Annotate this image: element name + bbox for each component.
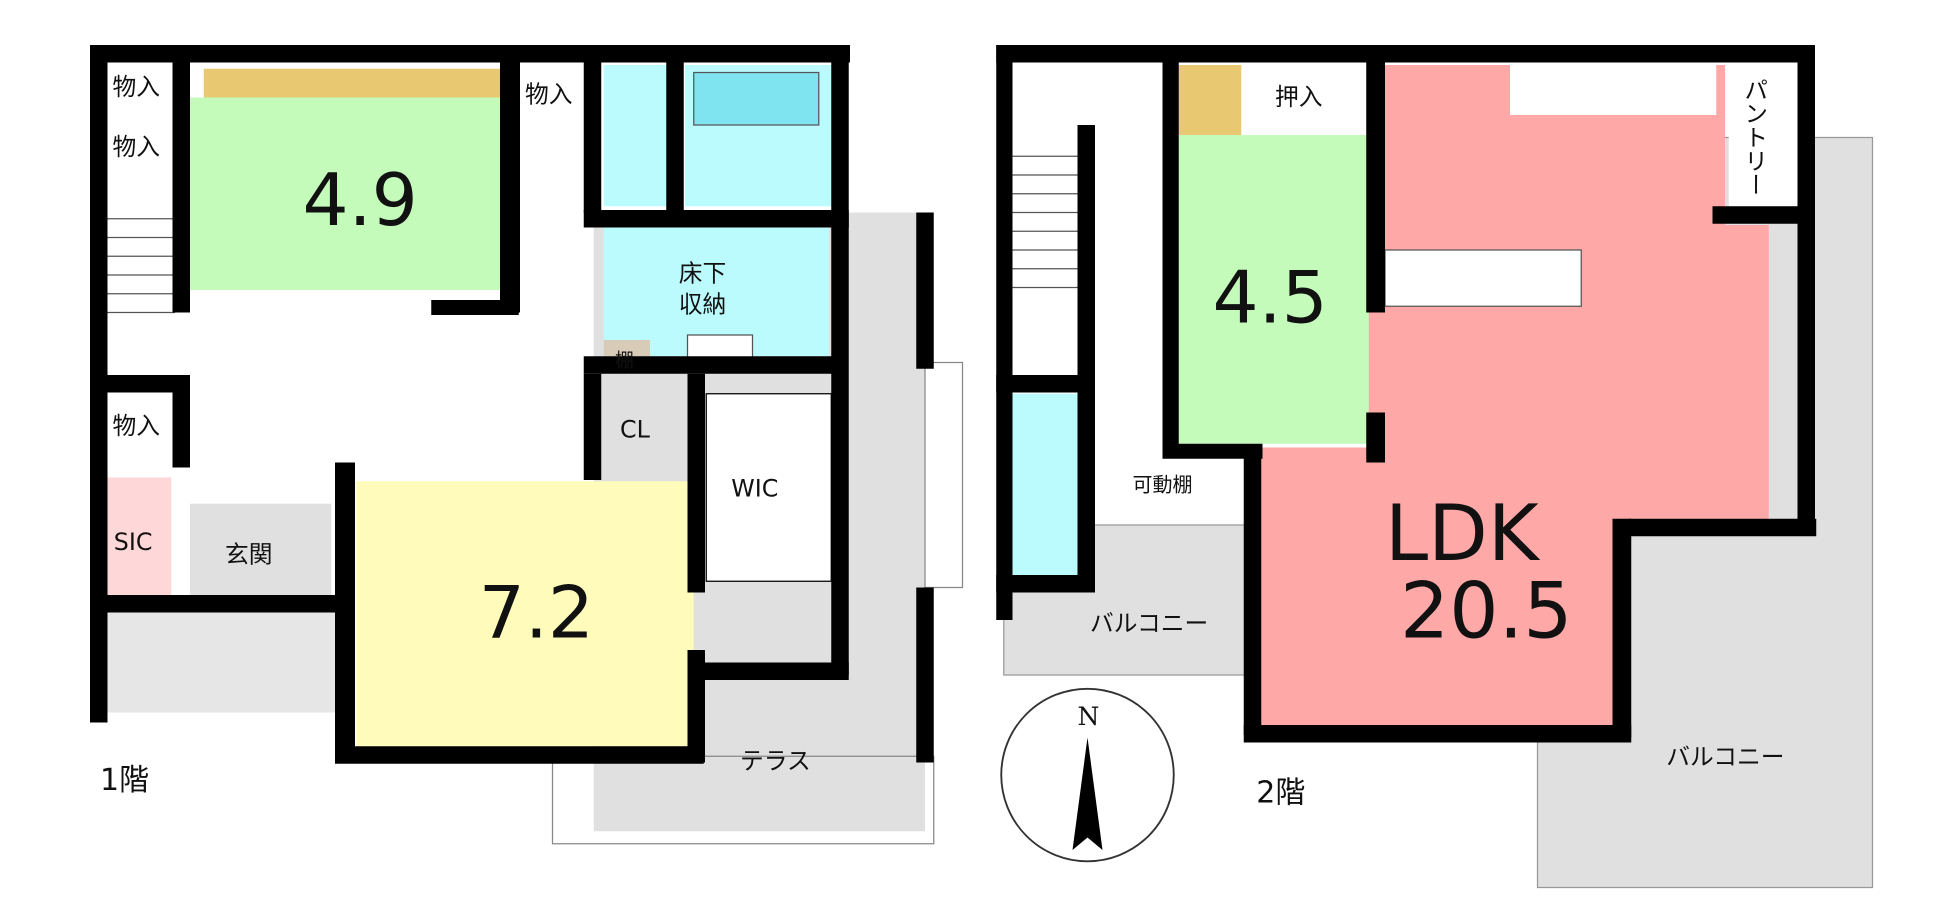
balcony-mid-label: バルコニー [1090,609,1208,637]
ldk-label: LDK [1385,489,1541,579]
oshiire-label: 押入 [1275,83,1323,111]
pantry [1728,65,1798,207]
compass-north-label: N [1078,702,1100,731]
room-7-2 [356,481,694,747]
stairs-2f-area [1012,65,1078,375]
closet-label-3: 物入 [525,81,573,109]
wic [705,393,832,582]
sic [107,477,172,595]
room-7-2-label: 7.2 [479,572,594,656]
ldk [1260,65,1769,725]
closet-label-4: 物入 [113,412,161,440]
entrance [190,503,332,600]
floor-2-label: 2階 [1256,776,1305,811]
bathtub [693,71,820,126]
underfloor-label-2: 収納 [679,291,727,319]
storage-2f [1178,65,1242,138]
tatami-strip [203,68,500,98]
toilet-1f [603,65,667,207]
terrace-label: テラス [740,747,811,775]
north-arrow-icon [1072,737,1103,850]
room-4-9 [190,97,500,290]
porch [107,612,335,713]
walls-1f [90,45,934,764]
stairs-2f [1012,155,1078,289]
balcony-right-label: バルコニー [1666,743,1784,771]
wic-label: WIC [731,474,778,502]
sic-label: SIC [114,528,153,556]
movable-shelf-label: 可動棚 [1133,472,1193,496]
stairs-1f [107,218,175,314]
room-4-5-label: 4.5 [1213,257,1328,341]
floor-1: 物入 物入 物入 物入 4.9 床下 収納 棚 CL WIC SIC 玄関 7.… [90,45,964,845]
terrace-rail [551,755,935,845]
ldk-window-box [1510,65,1717,115]
closet-label-2: 物入 [113,133,161,161]
closet-label-1: 物入 [113,73,161,101]
room-4-9-label: 4.9 [303,159,418,243]
floor-2: 押入 パントリー 4.5 LDK 20.5 可動棚 バルコニー バルコニー 2階 [996,45,1874,889]
cl-label: CL [620,416,651,444]
room-4-5 [1178,135,1369,444]
terrace-rail-right [924,361,964,589]
kitchen-counter [1384,249,1582,307]
pantry-label: パントリー [1740,78,1768,197]
toilet-2f [1012,393,1078,579]
walls-2f [996,45,1817,743]
entrance-label: 玄関 [225,541,273,569]
underfloor-label-1: 床下 [679,259,727,287]
shelf-label: 棚 [615,349,634,371]
compass: N [1000,687,1175,863]
ldk-size-label: 20.5 [1400,567,1573,657]
floor-1-label: 1階 [100,763,149,798]
